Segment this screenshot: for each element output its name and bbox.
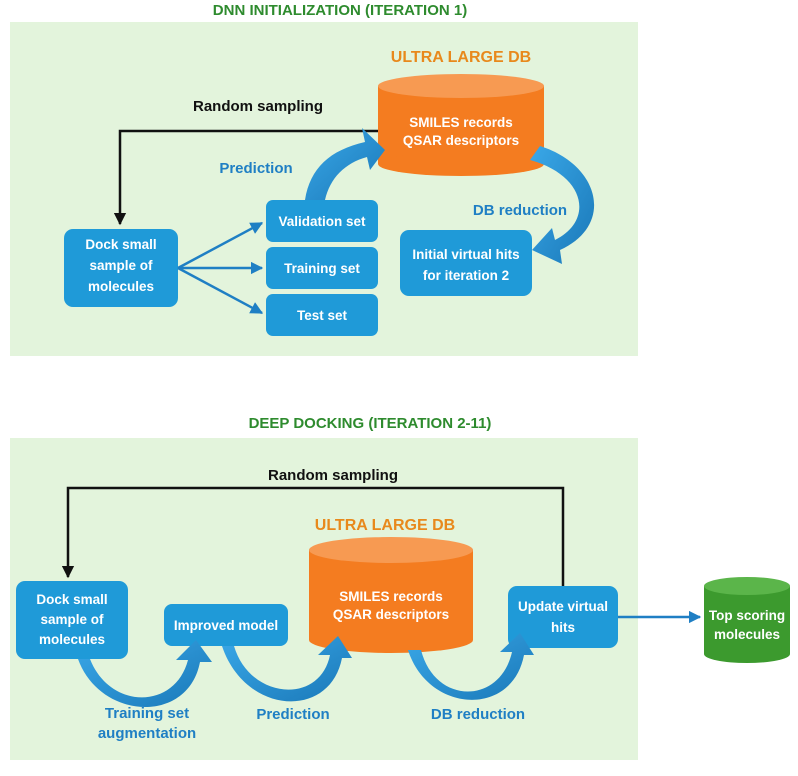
panel1-database: SMILES records QSAR descriptors bbox=[378, 74, 544, 176]
initial-virtual-hits-box: Initial virtual hits for iteration 2 bbox=[400, 230, 532, 296]
validation-set-label: Validation set bbox=[278, 214, 366, 229]
panel2-database: SMILES records QSAR descriptors bbox=[309, 537, 473, 653]
panel1-db-reduction-label: DB reduction bbox=[473, 202, 567, 219]
panel1-dock-line1: Dock small bbox=[85, 237, 156, 252]
training-set-label: Training set bbox=[284, 261, 360, 276]
panel2-db-line1: SMILES records bbox=[339, 589, 443, 604]
training-set-box: Training set bbox=[266, 247, 378, 289]
arrow-to-validation bbox=[177, 221, 264, 270]
panel2-prediction-label: Prediction bbox=[256, 706, 329, 723]
initial-hits-line1: Initial virtual hits bbox=[412, 247, 519, 262]
training-augmentation-curve bbox=[78, 640, 212, 708]
panel1-random-sampling-arrow bbox=[113, 129, 378, 226]
panel2-db-line2: QSAR descriptors bbox=[333, 607, 449, 622]
test-set-label: Test set bbox=[297, 308, 348, 323]
top-scoring-database: Top scoring molecules bbox=[704, 577, 790, 663]
top-scoring-line2: molecules bbox=[714, 627, 780, 642]
panel2-dock-line1: Dock small bbox=[36, 592, 107, 607]
panel1-dock-line3: molecules bbox=[88, 279, 154, 294]
panel2-random-sampling-label: Random sampling bbox=[268, 467, 398, 484]
panel1-db-line1: SMILES records bbox=[409, 115, 513, 130]
top-scoring-line1: Top scoring bbox=[709, 608, 785, 623]
initial-hits-line2: for iteration 2 bbox=[423, 268, 509, 283]
panel1-prediction-label: Prediction bbox=[219, 160, 292, 177]
panel1-dock-box: Dock small sample of molecules bbox=[64, 229, 178, 307]
update-hits-line1: Update virtual bbox=[518, 599, 608, 614]
arrow-to-test bbox=[177, 266, 264, 315]
panel2-dock-box: Dock small sample of molecules bbox=[16, 581, 128, 659]
panel2-dock-line3: molecules bbox=[39, 632, 105, 647]
panel1-db-reduction-curve bbox=[530, 146, 595, 264]
panel1-prediction-curve bbox=[305, 128, 385, 200]
improved-model-box: Improved model bbox=[164, 604, 288, 646]
panel1-db-title: ULTRA LARGE DB bbox=[391, 49, 531, 66]
panel1-title: DNN INITIALIZATION (ITERATION 1) bbox=[213, 2, 467, 19]
panel2-random-sampling-arrow bbox=[61, 486, 565, 586]
panel2-prediction-curve bbox=[222, 636, 352, 702]
panel2-db-reduction-label: DB reduction bbox=[431, 706, 525, 723]
validation-set-box: Validation set bbox=[266, 200, 378, 242]
panel1-random-sampling-label: Random sampling bbox=[193, 98, 323, 115]
training-aug-line1: Training set bbox=[105, 705, 189, 722]
panel2-db-title: ULTRA LARGE DB bbox=[315, 517, 455, 534]
update-virtual-hits-box: Update virtual hits bbox=[508, 586, 618, 648]
panel1-db-line2: QSAR descriptors bbox=[403, 133, 519, 148]
training-aug-line2: augmentation bbox=[98, 725, 196, 742]
panel1-dock-line2: sample of bbox=[89, 258, 153, 273]
panel2-dock-line2: sample of bbox=[40, 612, 104, 627]
update-hits-line2: hits bbox=[551, 620, 575, 635]
panel2-db-reduction-curve bbox=[408, 633, 534, 700]
test-set-box: Test set bbox=[266, 294, 378, 336]
panel2-title: DEEP DOCKING (ITERATION 2-11) bbox=[249, 415, 492, 432]
improved-model-label: Improved model bbox=[174, 618, 278, 633]
